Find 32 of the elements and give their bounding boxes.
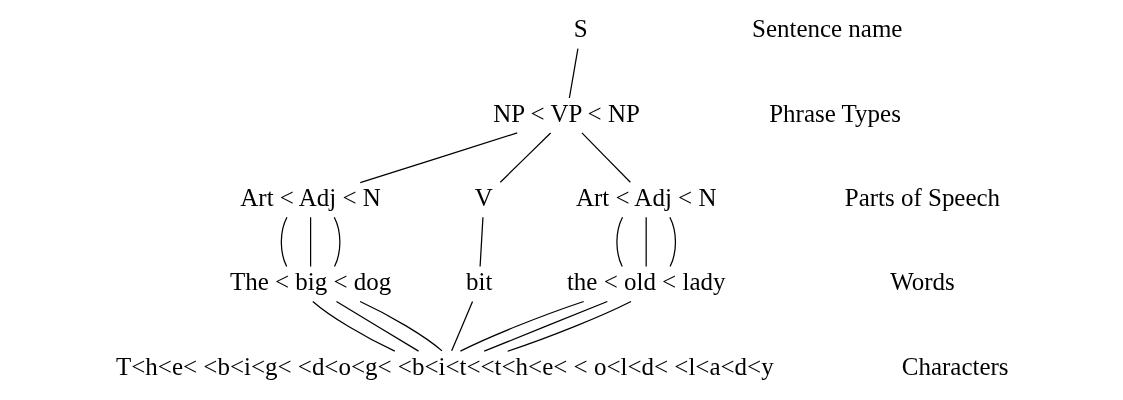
connector: [312, 300, 396, 352]
node-text: V: [474, 183, 493, 211]
connector: [645, 216, 647, 268]
node-text: bit: [465, 268, 493, 296]
label: Words: [890, 268, 955, 296]
connector: [616, 216, 624, 268]
connector: [499, 132, 552, 183]
label: Characters: [901, 352, 1009, 380]
connector: [451, 300, 474, 352]
connector: [483, 300, 608, 352]
node-text: Art < Adj < N: [240, 183, 381, 211]
connector: [459, 300, 585, 352]
connector: [335, 300, 420, 352]
connector: [280, 216, 288, 268]
node-text: S: [573, 15, 588, 43]
connector: [669, 216, 677, 268]
label: Parts of Speech: [844, 183, 1001, 211]
connector: [568, 48, 579, 99]
node-text: the < old < lady: [566, 268, 726, 296]
connector: [506, 300, 632, 352]
connector: [581, 132, 631, 183]
connector: [479, 216, 484, 268]
connector: [333, 216, 341, 268]
label: Sentence name: [752, 15, 903, 43]
node-text: The < big < dog: [229, 268, 392, 296]
connector: [359, 132, 518, 184]
node-text: T<h<e< <b<i<g< <d<o<g< <b<i<t<<t<h<e< < o<l<d< <l<a<d<y: [116, 352, 774, 380]
connector: [309, 216, 312, 268]
node-text: Art < Adj < N: [575, 183, 717, 211]
connector: [359, 300, 443, 352]
label: Phrase Types: [769, 99, 901, 127]
node-text: NP < VP < NP: [493, 99, 640, 127]
